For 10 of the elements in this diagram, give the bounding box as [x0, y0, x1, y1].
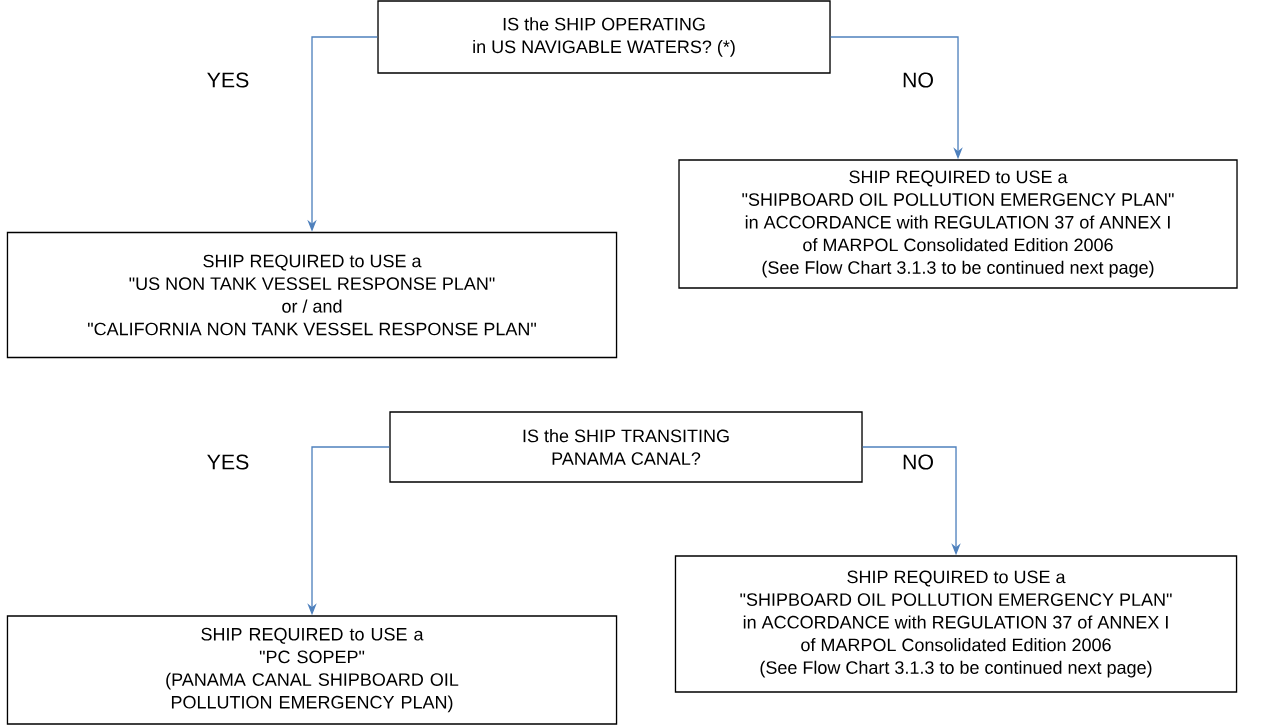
edge-label: NO: [899, 69, 937, 91]
action-box: SHIP REQUIRED to USE a "SHIPBOARD OIL POLLUTION EMERGENCY PLAN" in ACCORDANCE with REGULATION 37 of ANNEX I of MARPOL Consolidated Edition 2006 (See Flow Chart 3.1.3 to be continued next page): [678, 159, 1238, 289]
edge-label: YES: [204, 69, 252, 91]
edge-label: NO: [899, 451, 937, 473]
action-box: SHIP REQUIRED to USE a "PC SOPEP" (PANAMA CANAL SHIPBOARD OIL POLLUTION EMERGENCY PLAN): [6, 615, 618, 725]
action-box: SHIP REQUIRED to USE a "US NON TANK VESSEL RESPONSE PLAN" or / and "CALIFORNIA NON TANK VESSEL RESPONSE PLAN": [6, 231, 618, 359]
decision-box: IS the SHIP TRANSITING PANAMA CANAL?: [389, 411, 863, 483]
action-box: SHIP REQUIRED to USE a "SHIPBOARD OIL POLLUTION EMERGENCY PLAN" in ACCORDANCE with REGULATION 37 of ANNEX I of MARPOL Consolidated Edition 2006 (See Flow Chart 3.1.3 to be continued next page): [674, 555, 1238, 693]
decision-box: IS the SHIP OPERATING in US NAVIGABLE WATERS? (*): [377, 0, 831, 74]
edge-label: YES: [204, 451, 252, 473]
